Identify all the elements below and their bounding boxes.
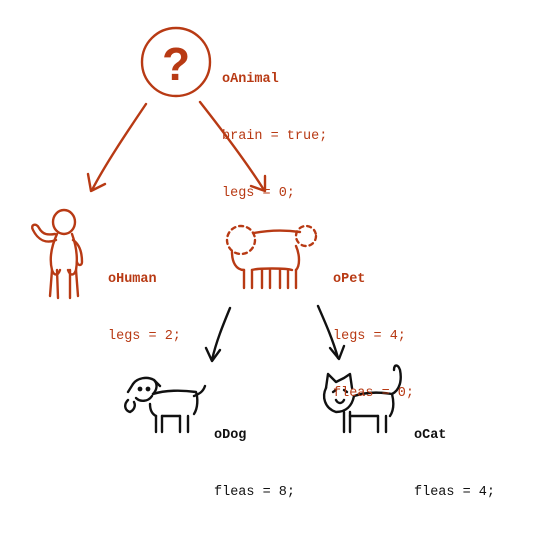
node-pet-prop: legs = 4;	[333, 329, 406, 344]
question-mark-circle-icon: ?	[140, 26, 212, 98]
inheritance-diagram: ?	[31, 26, 495, 500]
node-dog-label: oDog fleas = 8;	[214, 388, 295, 540]
generic-pet-icon	[225, 224, 318, 290]
arrow-pet-to-cat	[316, 304, 346, 361]
node-animal-prop: legs = 0;	[222, 186, 295, 201]
arrow-pet-to-dog	[204, 306, 232, 363]
cat-icon	[322, 364, 402, 434]
node-human-name: oHuman	[108, 272, 157, 287]
node-dog-name: oDog	[214, 428, 247, 443]
diagram-drawing: ?	[31, 26, 402, 434]
node-cat-name: oCat	[414, 428, 447, 443]
waving-person-icon	[31, 208, 84, 300]
dog-icon	[124, 376, 207, 434]
node-pet-name: oPet	[333, 272, 366, 287]
node-animal-prop: brain = true;	[222, 129, 328, 144]
node-animal-label: oAnimal brain = true; legs = 0;	[222, 32, 327, 241]
node-cat-label: oCat fleas = 4;	[414, 388, 495, 540]
arrow-animal-to-pet	[198, 100, 267, 193]
node-pet-prop: fleas = 0;	[333, 386, 415, 401]
arrow-animal-to-human	[86, 102, 148, 193]
question-glyph: ?	[162, 38, 190, 90]
node-human-prop: legs = 2;	[108, 329, 181, 344]
node-animal-name: oAnimal	[222, 72, 279, 87]
node-human-label: oHuman legs = 2;	[108, 232, 181, 384]
node-pet-label: oPet legs = 4; fleas = 0;	[333, 232, 414, 441]
